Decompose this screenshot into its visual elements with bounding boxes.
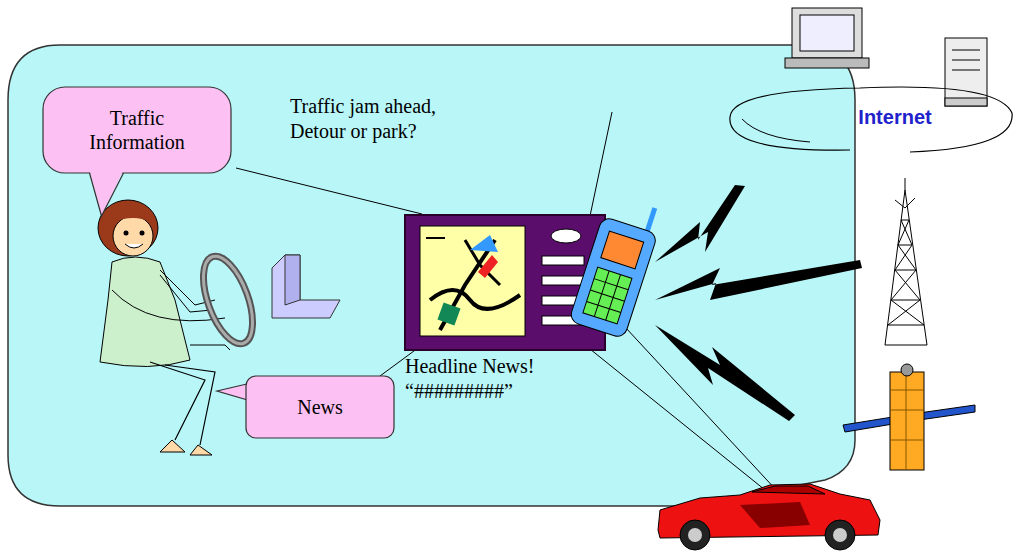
message-text: Traffic jam ahead, Detour or park? xyxy=(290,94,490,144)
satellite xyxy=(843,364,975,470)
callout-box: News xyxy=(245,375,395,439)
mobile-phone xyxy=(569,193,666,338)
leader-line xyxy=(236,168,422,214)
speech-bubble xyxy=(8,45,855,506)
leader-line xyxy=(590,112,612,216)
gear-shift xyxy=(272,255,340,318)
callout-text: Traffic Information xyxy=(72,106,202,154)
network-label: Internet xyxy=(858,105,931,129)
callout-text: News xyxy=(297,395,343,419)
internet-cloud: Internet xyxy=(722,78,1018,156)
server-tower xyxy=(945,38,987,106)
antenna-tower xyxy=(885,178,927,345)
sports-car xyxy=(658,484,880,550)
computer xyxy=(785,8,869,68)
driver-figure xyxy=(98,200,263,455)
message-text: Headline News! “#########” xyxy=(405,354,570,404)
wireless-bolts xyxy=(655,185,862,421)
callout-bubble: Traffic Information xyxy=(42,86,232,174)
callout-bubble-outline xyxy=(42,86,232,174)
tail-line xyxy=(585,345,770,494)
navigation-display xyxy=(405,215,605,350)
